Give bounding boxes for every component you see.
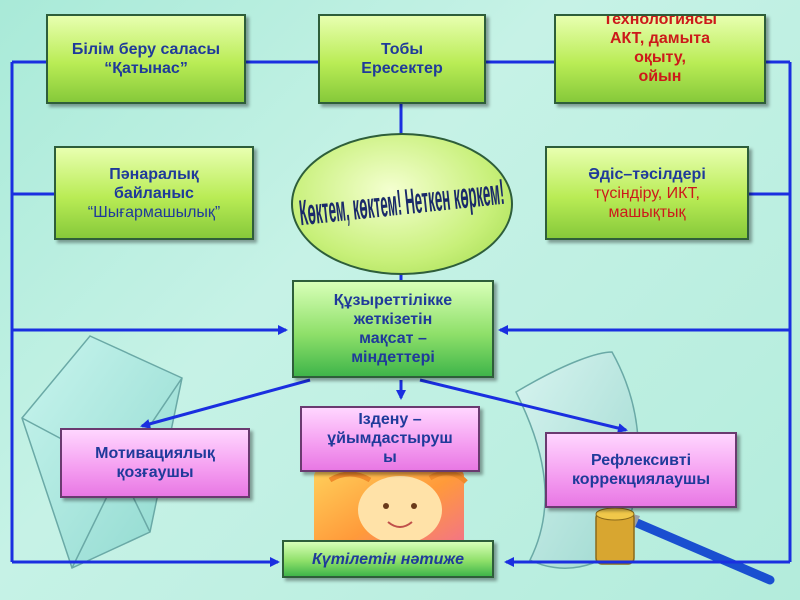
expected-result-box: Күтілетін нәтиже [282,540,494,578]
technology-box: Технологиясы АКТ, дамыта оқыту, ойын [554,14,766,104]
technology-title: Технологиясы [603,14,717,28]
search-organizer-line-2: ұйымдастыруш [327,430,453,447]
interdisciplinary-line-3: “Шығармашылық” [87,203,221,221]
search-organizer-box: Іздену – ұйымдастыруш ы [300,406,480,472]
competence-goal-box: Құзыреттілікке жеткізетін мақсат – мінде… [292,280,494,378]
search-organizer-line-1: Іздену – [358,411,422,428]
interdisciplinary-box: Пәнаралық байланыс “Шығармашылық” [54,146,254,240]
competence-goal-line-1: Құзыреттілікке [333,292,453,309]
technology-line-2: АКТ, дамыта [609,30,711,47]
search-organizer-line-3: ы [383,449,397,466]
methods-line-3: машықтық [608,203,686,221]
reflexive-line-1: Рефлексивті [590,452,692,469]
competence-goal-line-2: жеткізетін [353,311,433,328]
interdisciplinary-line-2: байланыс [114,184,194,202]
reflexive-line-2: коррекциялаушы [572,471,710,488]
education-area-title: Білім беру саласы [71,41,221,58]
expected-result-label: Күтілетін нәтиже [311,550,465,568]
interdisciplinary-title: Пәнаралық [109,165,199,183]
methods-line-2: түсіндіру, ИКТ, [594,184,700,202]
brush-icon [595,507,775,585]
group-title: Тобы [380,41,424,58]
methods-title: Әдіс–тәсілдері [588,165,706,183]
technology-line-3: оқыту, [634,49,686,66]
motivational-line-1: Мотивациялық [95,445,215,462]
technology-line-4: ойын [638,68,682,85]
center-slogan: Көктем, көктем! Неткен көркем! [297,172,507,235]
motivational-box: Мотивациялық қозғаушы [60,428,250,498]
education-area-box: Білім беру саласы “Қатынас” [46,14,246,104]
group-box: Тобы Ересектер [318,14,486,104]
competence-goal-line-4: міндеттері [351,349,435,366]
reflexive-box: Рефлексивті коррекциялаушы [545,432,737,508]
motivational-line-2: қозғаушы [116,464,194,481]
group-value: Ересектер [361,60,443,77]
sun-face-image [314,470,468,562]
methods-box: Әдіс–тәсілдері түсіндіру, ИКТ, машықтық [545,146,749,240]
education-area-subtitle: “Қатынас” [104,60,188,77]
center-ellipse: Көктем, көктем! Неткен көркем! [291,133,513,275]
competence-goal-line-3: мақсат – [359,330,427,347]
